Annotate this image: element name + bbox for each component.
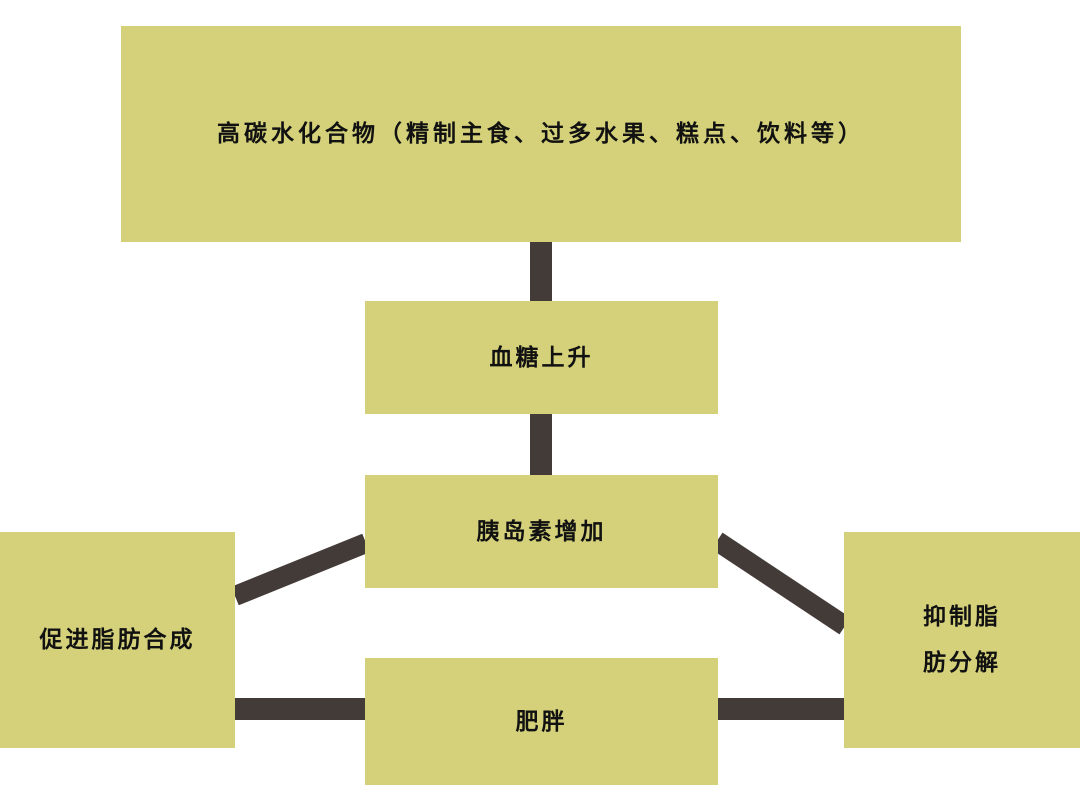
node-obesity: 肥胖 [365,658,718,785]
node-inhibit-lipolysis: 抑制脂 肪分解 [844,532,1080,748]
connector-insulin-lipolysis [711,532,851,635]
node-insulin: 胰岛素增加 [365,475,718,588]
node-insulin-label: 胰岛素增加 [476,518,607,545]
node-fat-synthesis-label: 促进脂肪合成 [39,627,196,653]
node-blood-sugar-label: 血糖上升 [489,344,594,371]
node-carbs-label: 高碳水化合物（精制主食、过多水果、糕点、饮料等） [217,121,865,147]
connector-insulin-fatsynthesis [231,533,370,606]
node-obesity-label: 肥胖 [515,708,568,735]
node-inhibit-lipolysis-line2: 肪分解 [923,650,1001,676]
node-fat-synthesis: 促进脂肪合成 [0,532,235,748]
node-carbs: 高碳水化合物（精制主食、过多水果、糕点、饮料等） [121,26,961,242]
node-inhibit-lipolysis-line1: 抑制脂 [923,604,1001,630]
node-blood-sugar: 血糖上升 [365,301,718,414]
